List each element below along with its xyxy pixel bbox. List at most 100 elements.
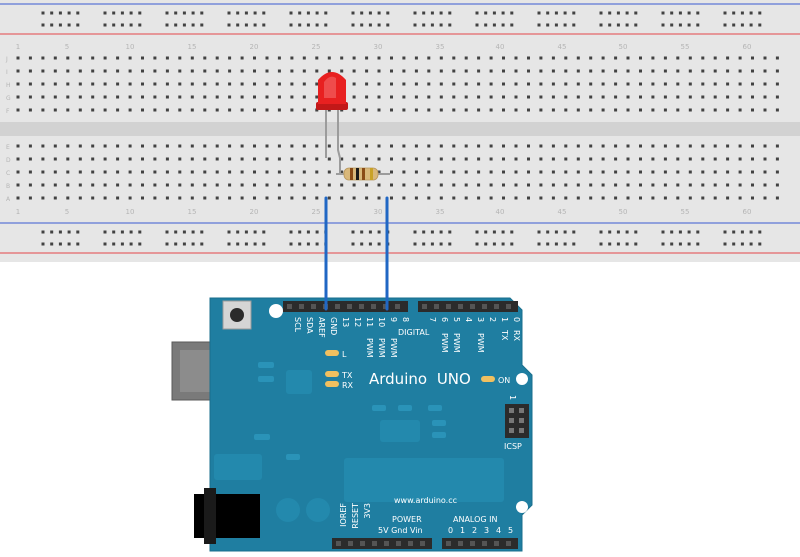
breadboard-hole [178,170,182,174]
breadboard-hole [614,196,618,200]
rail-hole [58,230,62,234]
col-label: 55 [681,43,690,51]
breadboard-hole [402,56,406,60]
rail-hole [422,242,426,246]
breadboard-hole [203,196,207,200]
rail-hole [360,11,364,15]
breadboard-hole [315,108,319,112]
rail-hole [386,11,390,15]
breadboard-hole [265,183,269,187]
rail-hole [253,242,257,246]
rail-hole [475,242,479,246]
icsp-pin [509,418,514,423]
breadboard-hole [240,108,244,112]
breadboard-hole [203,82,207,86]
breadboard-hole [128,144,132,148]
breadboard-hole [576,144,580,148]
rail-hole [634,242,638,246]
rail-hole [678,11,682,15]
breadboard-hole [551,157,555,161]
breadboard-hole [775,108,779,112]
breadboard-hole [340,56,344,60]
breadboard-hole [390,196,393,200]
breadboard-hole [564,170,568,174]
breadboard-hole [527,157,530,161]
rail-hole [50,242,54,246]
breadboard-hole [452,95,456,99]
breadboard-hole [290,183,294,187]
breadboard-hole [253,69,256,73]
breadboard-hole [514,183,518,187]
breadboard-hole [116,196,120,200]
breadboard-hole [651,69,655,73]
rail-hole [439,242,443,246]
rail-hole [448,230,452,234]
breadboard-hole [165,144,169,148]
rail-hole [510,23,514,27]
header-pin [482,304,487,309]
header-pin [506,541,511,546]
rail-hole [572,11,576,15]
breadboard-hole [190,183,194,187]
icsp-pin [519,418,524,423]
breadboard-hole [327,144,331,148]
breadboard-hole [365,196,369,200]
breadboard-hole [589,95,593,99]
rail-hole [174,242,178,246]
breadboard-hole [315,157,319,161]
col-label: 20 [250,43,259,51]
breadboard-hole [751,56,754,60]
rail-hole [58,242,62,246]
breadboard-hole [402,82,406,86]
breadboard-hole [315,69,319,73]
breadboard-hole [352,183,356,187]
breadboard-hole [751,108,754,112]
breadboard-hole [775,170,779,174]
rail-hole [510,11,514,15]
breadboard-hole [688,56,692,60]
breadboard-hole [663,183,667,187]
breadboard-hole [103,108,107,112]
rail-hole [670,230,674,234]
breadboard-hole [502,183,505,187]
rail-hole [475,11,479,15]
rail-hole [749,23,753,27]
rail-hole [112,11,116,15]
breadboard-hole [16,170,20,174]
breadboard-hole [377,82,381,86]
header-pin [408,541,413,546]
breadboard-hole [190,56,194,60]
breadboard-hole [464,196,468,200]
breadboard-hole [414,56,418,60]
breadboard-hole [128,108,132,112]
rail-hole [174,11,178,15]
pcb-pad [398,405,412,411]
reset-button-cap[interactable] [230,308,244,322]
breadboard-hole [775,144,779,148]
rail-hole [608,11,612,15]
breadboard-hole [576,108,580,112]
breadboard-hole [527,82,530,86]
breadboard-hole [290,170,294,174]
rail-hole [687,230,691,234]
breadboard-hole [141,157,144,161]
breadboard-hole [576,56,580,60]
rail-hole [200,242,204,246]
col-label: 30 [374,208,383,216]
breadboard-hole [726,82,730,86]
breadboard-hole [763,183,767,187]
breadboard-hole [116,108,120,112]
breadboard-hole [763,157,767,161]
row-label: J [5,56,8,63]
mounting-hole [269,304,283,318]
col-label: 10 [126,208,135,216]
breadboard-hole [502,56,505,60]
rail-hole [103,242,107,246]
breadboard-hole [66,82,70,86]
breadboard-hole [402,157,406,161]
rail-hole [723,23,727,27]
breadboard-hole [190,170,194,174]
breadboard-hole [153,170,157,174]
breadboard-hole [576,183,580,187]
